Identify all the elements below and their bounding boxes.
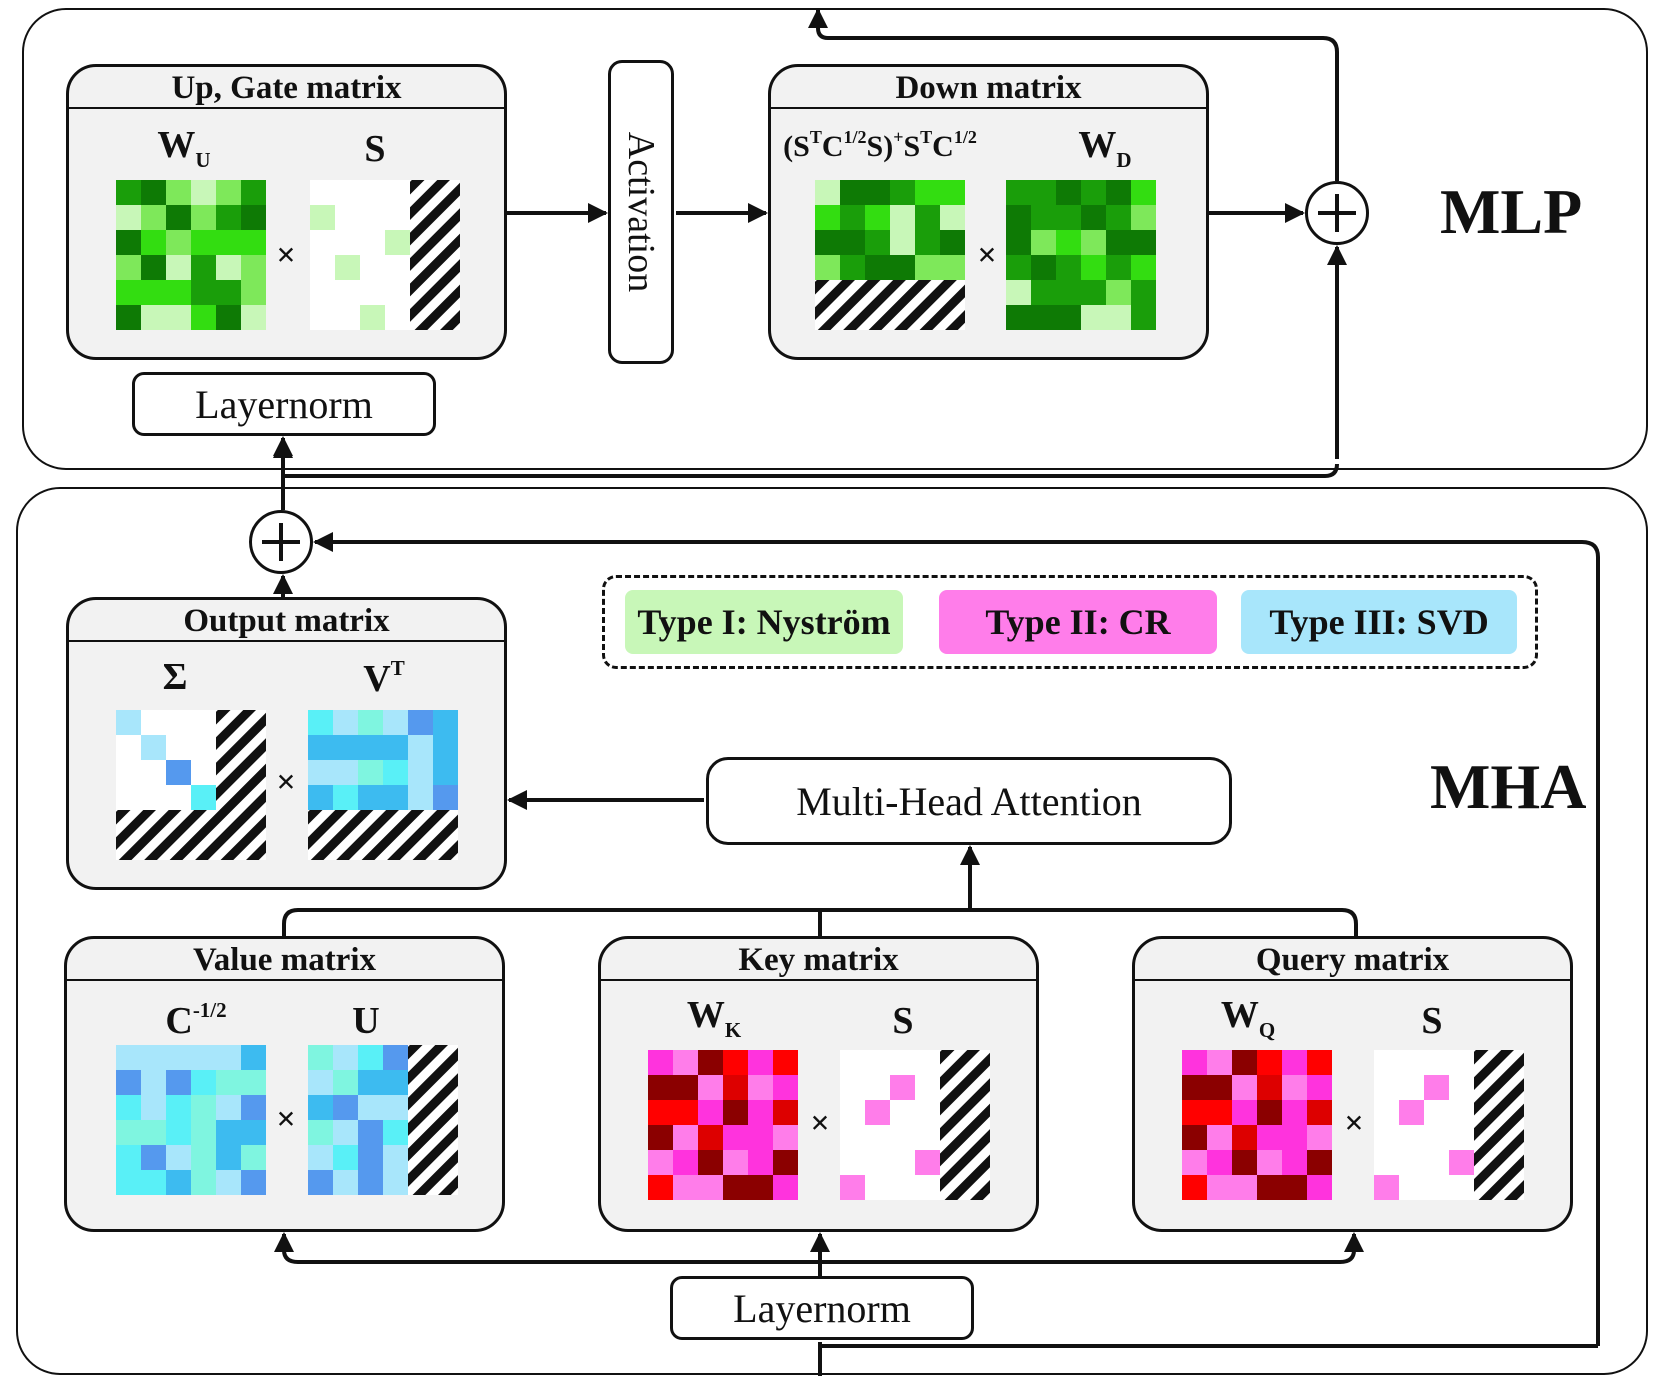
s-label: S — [364, 128, 386, 170]
activation-block: Activation — [608, 60, 674, 364]
layernorm-mlp: Layernorm — [132, 372, 436, 436]
multiply-sign: × — [810, 1105, 830, 1142]
vt-matrix-grid — [308, 710, 458, 860]
panel-title: Down matrix — [771, 67, 1206, 109]
multiply-sign: × — [1344, 1105, 1364, 1142]
s-matrix-grid — [1374, 1050, 1524, 1200]
wd-matrix-grid — [1006, 180, 1156, 330]
residual-add-mha-icon — [249, 510, 313, 574]
multiply-sign: × — [276, 1101, 296, 1138]
u-label: U — [352, 1000, 380, 1042]
panel-title: Output matrix — [69, 600, 504, 642]
residual-add-mlp-icon — [1305, 181, 1369, 245]
wq-label: WQ — [1220, 994, 1276, 1042]
legend-type3-label: Type III: SVD — [1269, 602, 1489, 642]
wu-matrix-grid — [116, 180, 266, 330]
panel-title: Query matrix — [1135, 939, 1570, 981]
legend-type3-svd: Type III: SVD — [1241, 590, 1517, 654]
panel-title: Key matrix — [601, 939, 1036, 981]
wk-matrix-grid — [648, 1050, 798, 1200]
c-inv-sqrt-label: C-1/2 — [165, 998, 227, 1042]
s-label: S — [892, 1000, 914, 1042]
vt-label: VT — [363, 656, 405, 700]
s-label: S — [1421, 1000, 1443, 1042]
wq-matrix-grid — [1182, 1050, 1332, 1200]
legend-type1-nystrom: Type I: Nyström — [625, 590, 903, 654]
c-matrix-grid — [116, 1045, 266, 1195]
wu-label: WU — [157, 124, 211, 172]
panel-title: Value matrix — [67, 939, 502, 981]
s-matrix-grid — [310, 180, 460, 330]
u-matrix-grid — [308, 1045, 458, 1195]
activation-label: Activation — [620, 131, 662, 293]
sigma-label: Σ — [162, 656, 188, 698]
multi-head-attention-block: Multi-Head Attention — [706, 757, 1232, 845]
mlp-title: MLP — [1440, 176, 1583, 247]
legend-type1-label: Type I: Nyström — [637, 602, 891, 642]
mha-title: MHA — [1430, 751, 1587, 822]
layernorm-mha: Layernorm — [670, 1276, 974, 1340]
type-legend: Type I: Nyström Type II: CR Type III: SV… — [602, 575, 1538, 669]
panel-title: Up, Gate matrix — [69, 67, 504, 109]
legend-type2-cr: Type II: CR — [939, 590, 1217, 654]
multiply-sign: × — [276, 237, 296, 274]
wk-label: WK — [686, 994, 742, 1042]
nystrom-matrix-grid — [815, 180, 965, 330]
legend-type2-label: Type II: CR — [985, 602, 1171, 642]
wd-label: WD — [1078, 124, 1132, 172]
multiply-sign: × — [276, 764, 296, 801]
multiply-sign: × — [977, 237, 997, 274]
nystrom-formula-label: (STC1/2S)+STC1/2 — [783, 127, 977, 163]
sigma-matrix-grid — [116, 710, 266, 860]
s-matrix-grid — [840, 1050, 990, 1200]
